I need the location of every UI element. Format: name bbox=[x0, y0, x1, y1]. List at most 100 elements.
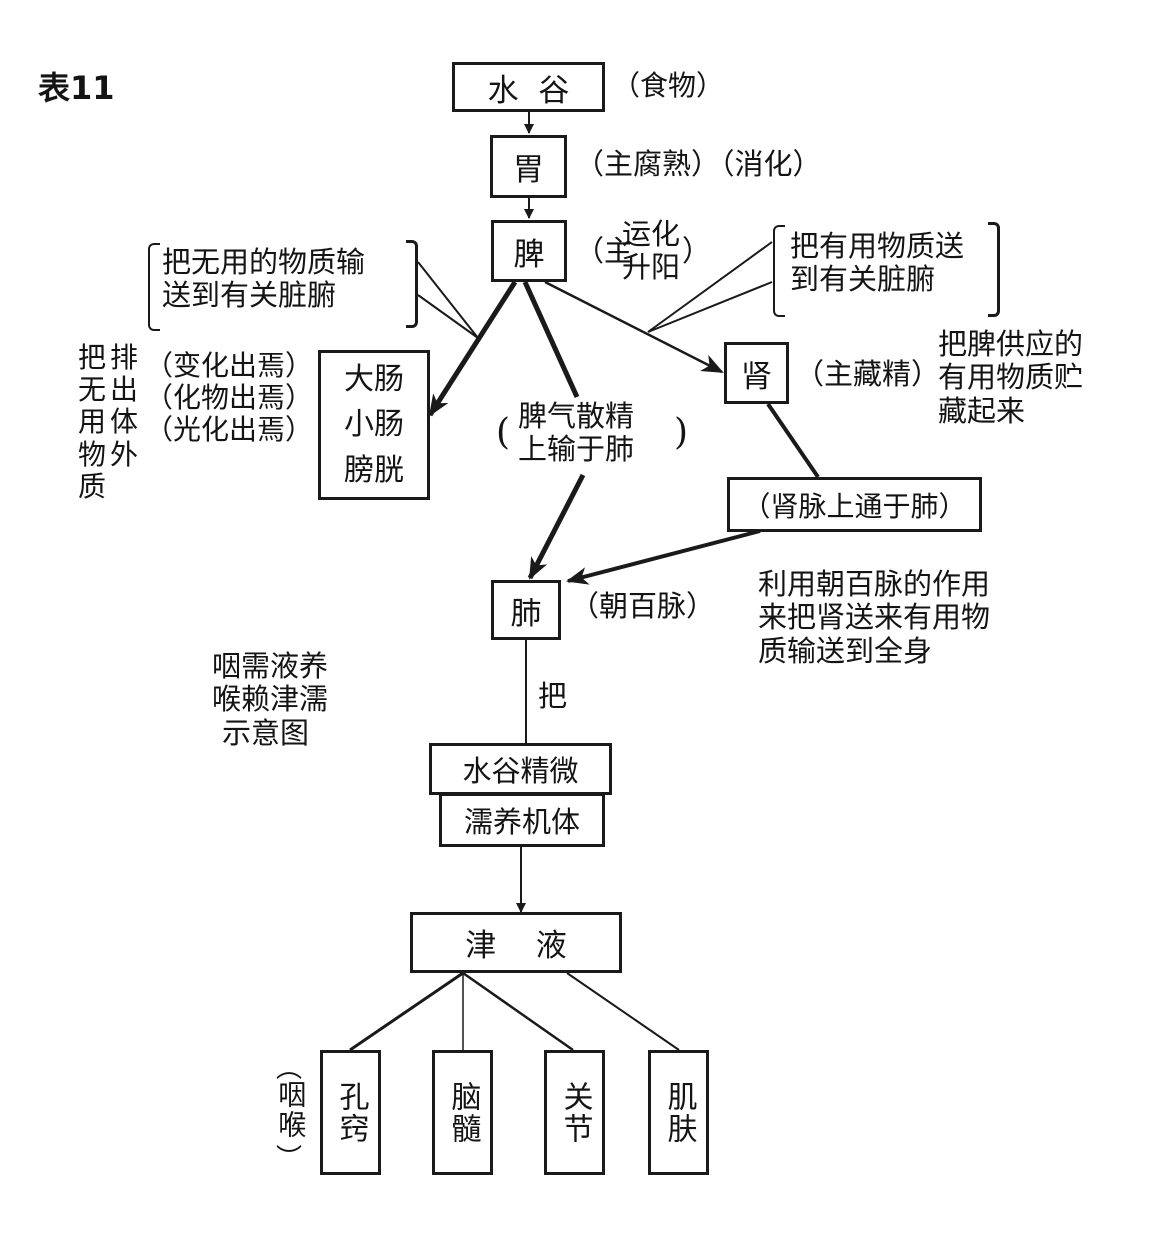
node-pi: 脾 bbox=[491, 220, 567, 282]
lung-desc: 利用朝百脉的作用 来把肾送来有用物 质输送到全身 bbox=[758, 567, 991, 668]
node-pi-note-line-2: 升阳 bbox=[622, 250, 681, 285]
line-jinye-to-jifu bbox=[566, 972, 680, 1051]
excrete-char: 排 bbox=[110, 341, 139, 374]
excrete-char: 出 bbox=[110, 373, 139, 407]
node-pi-note-lines: 运化 升阳 bbox=[622, 217, 681, 285]
right-bracket-close bbox=[988, 222, 1000, 317]
excrete-col-1: 把 无 用 物 质 bbox=[78, 341, 107, 503]
excrete-col-2: 排 出 体 外 bbox=[110, 341, 139, 471]
node-pi-note-prefix: （主 bbox=[575, 234, 634, 268]
caption-line-3: 示意图 bbox=[222, 715, 310, 750]
lung-desc-line-2: 来把肾送来有用物 bbox=[758, 600, 991, 635]
node-pi-label: 脾 bbox=[513, 236, 545, 273]
node-shuigu-note: （食物） bbox=[612, 69, 725, 102]
target-jifu-label: 肌肤 bbox=[661, 1080, 697, 1145]
node-shen-mai: （肾脉上通于肺） bbox=[727, 477, 982, 532]
ba-label: 把 bbox=[538, 679, 568, 713]
target-jifu: 肌肤 bbox=[648, 1050, 709, 1175]
right-bracket-line-1: 把有用物质送 bbox=[790, 229, 965, 263]
node-fei-note: （朝百脉） bbox=[570, 589, 716, 623]
node-pang-guang: 膀胱 bbox=[344, 452, 404, 488]
excrete-char: 物 bbox=[78, 437, 107, 471]
figure-title: 表11 bbox=[38, 69, 115, 107]
excrete-char: 把 bbox=[78, 341, 107, 374]
kidney-desc-line-2: 有用物质贮 bbox=[938, 360, 1084, 395]
target-guanjie-label: 关节 bbox=[557, 1080, 593, 1145]
left-bracket-close bbox=[406, 240, 418, 328]
excrete-char: 体 bbox=[110, 405, 139, 439]
line-jinye-to-kongqiao bbox=[349, 971, 464, 1052]
node-fei-label: 肺 bbox=[510, 595, 542, 632]
bracket-right-pointer-2 bbox=[647, 281, 773, 333]
target-naosui-label: 脑髓 bbox=[445, 1080, 481, 1145]
intestine-note-2: （化物出焉） bbox=[145, 381, 314, 415]
excrete-char: 无 bbox=[78, 373, 107, 407]
excrete-char: 质 bbox=[78, 469, 107, 503]
node-pi-note-suffix: ） bbox=[682, 234, 712, 268]
caption-line-1: 咽需液养 bbox=[212, 649, 329, 683]
excrete-char: 用 bbox=[78, 405, 107, 439]
line-jinye-to-guanjie bbox=[462, 971, 574, 1052]
arrow-pi-to-shen bbox=[544, 280, 724, 374]
kidney-desc-line-3: 藏起来 bbox=[938, 393, 1026, 428]
node-shen-note: （主藏精） bbox=[795, 357, 941, 391]
arrow-shenmai-to-fei bbox=[566, 529, 761, 585]
left-bracket-line-2: 送到有关脏腑 bbox=[162, 278, 337, 313]
line-pi-to-spleen-qi bbox=[522, 280, 580, 399]
yanhou-label: 咽喉 bbox=[274, 1080, 308, 1140]
right-bracket-line-2: 到有关脏腑 bbox=[790, 262, 936, 297]
lung-desc-line-3: 质输送到全身 bbox=[758, 633, 933, 668]
left-bracket-line-1: 把无用的物质输 bbox=[162, 245, 366, 279]
figure-caption: 咽需液养 喉赖津濡 示意图 bbox=[212, 649, 329, 750]
node-pi-note-line-1: 运化 bbox=[622, 217, 681, 251]
node-shen-mai-label: （肾脉上通于肺） bbox=[742, 489, 967, 523]
caption-line-2: 喉赖津濡 bbox=[212, 682, 329, 717]
arrow-spleen-qi-to-fei bbox=[527, 473, 586, 580]
target-kongqiao: 孔窍 bbox=[320, 1050, 381, 1175]
spleen-qi-paren-open: ( bbox=[496, 412, 511, 453]
spleen-to-lung-text: 脾气散精 上输于肺 bbox=[518, 399, 635, 467]
bracket-left-pointer-2 bbox=[417, 294, 479, 339]
node-shuigu-label: 水 谷 bbox=[487, 72, 570, 109]
node-jinye-label: 津 液 bbox=[465, 928, 567, 964]
left-bracket-text: 把无用的物质输 送到有关脏腑 bbox=[162, 245, 366, 313]
yanhou-paren-open: ︵ bbox=[276, 1054, 303, 1084]
node-da-chang: 大肠 bbox=[344, 361, 404, 397]
node-intestines: 大肠 小肠 膀胱 bbox=[318, 350, 430, 500]
node-fei: 肺 bbox=[491, 580, 561, 640]
target-kongqiao-label: 孔窍 bbox=[333, 1080, 369, 1145]
target-guanjie: 关节 bbox=[544, 1050, 605, 1175]
node-shuigu: 水 谷 bbox=[452, 62, 605, 112]
excrete-char: 外 bbox=[110, 437, 139, 471]
node-jingwei: 水谷精微 bbox=[429, 743, 612, 795]
spleen-to-lung-line-1: 脾气散精 bbox=[518, 399, 635, 433]
right-bracket-open bbox=[773, 225, 785, 317]
node-ruyang: 濡养机体 bbox=[439, 793, 605, 847]
intestine-note-3: （光化出焉） bbox=[145, 413, 314, 447]
node-shen-label: 肾 bbox=[741, 358, 772, 395]
kidney-desc: 把脾供应的 有用物质贮 藏起来 bbox=[938, 327, 1084, 428]
bracket-right-pointer-1 bbox=[647, 241, 773, 333]
node-ruyang-label: 濡养机体 bbox=[463, 805, 580, 839]
spleen-to-lung-line-2: 上输于肺 bbox=[518, 432, 635, 467]
node-jinye: 津 液 bbox=[410, 912, 622, 973]
bracket-left-pointer-1 bbox=[417, 261, 479, 339]
lung-desc-line-1: 利用朝百脉的作用 bbox=[758, 567, 991, 601]
yanhou-paren-close: ︶ bbox=[276, 1144, 303, 1174]
node-jingwei-label: 水谷精微 bbox=[462, 754, 579, 788]
line-shen-to-shenmai bbox=[766, 402, 820, 479]
node-xiao-chang: 小肠 bbox=[344, 407, 404, 443]
node-wei-label: 胃 bbox=[513, 152, 544, 188]
arrow-pi-to-intestines bbox=[427, 280, 518, 417]
left-bracket-open bbox=[148, 243, 160, 331]
target-naosui: 脑髓 bbox=[432, 1050, 493, 1175]
spleen-qi-paren-close: ) bbox=[674, 412, 689, 453]
node-wei: 胃 bbox=[490, 135, 567, 198]
right-bracket-text: 把有用物质送 到有关脏腑 bbox=[790, 229, 965, 297]
intestine-note-1: （变化出焉） bbox=[145, 349, 314, 382]
kidney-desc-line-1: 把脾供应的 bbox=[938, 327, 1084, 361]
intestine-notes: （变化出焉） （化物出焉） （光化出焉） bbox=[145, 349, 314, 447]
node-shen: 肾 bbox=[724, 342, 789, 404]
node-wei-note: （主腐熟）（消化） bbox=[575, 147, 822, 181]
